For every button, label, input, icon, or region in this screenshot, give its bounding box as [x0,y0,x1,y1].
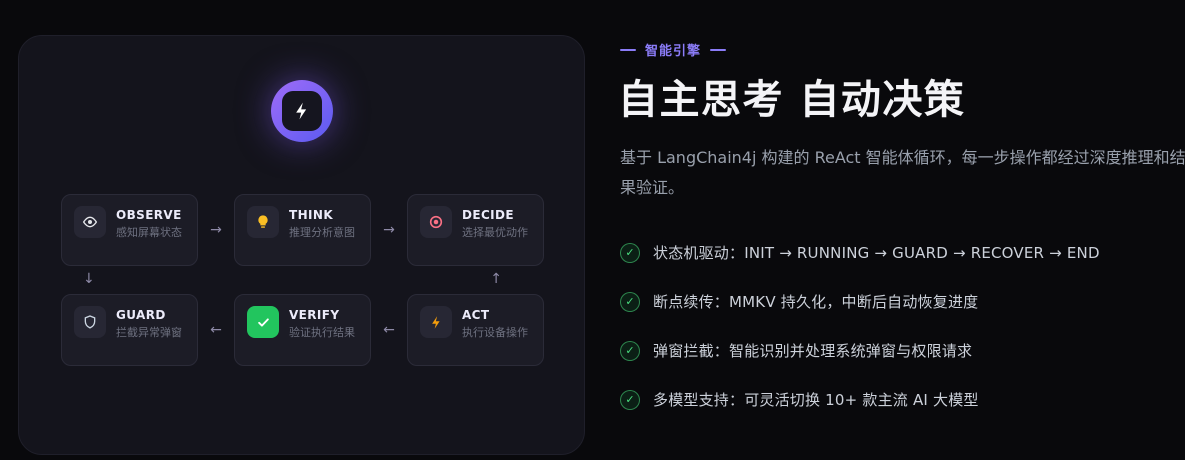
feature-item: ✓ 多模型支持：可灵活切换 10+ 款主流 AI 大模型 [620,389,1100,410]
flow-row-top: OBSERVE 感知屏幕状态 → THINK 推理分析意图 → [61,194,544,266]
arrow-up-icon: ↑ [490,271,502,287]
node-guard: GUARD 拦截异常弹窗 [61,294,198,366]
engine-logo-circle [270,80,333,142]
node-subtitle: 推理分析意图 [289,226,355,240]
feature-item: ✓ 断点续传：MMKV 持久化，中断后自动恢复进度 [620,291,1100,312]
checkmark-icon [247,306,279,338]
eye-icon [74,206,106,238]
check-circle-icon: ✓ [620,291,640,312]
node-subtitle: 选择最优动作 [462,226,528,240]
node-observe: OBSERVE 感知屏幕状态 [61,194,198,266]
check-circle-icon: ✓ [620,242,640,263]
feature-text: 断点续传：MMKV 持久化，中断后自动恢复进度 [653,293,979,311]
lightning-bolt-icon [281,91,322,131]
feature-item: ✓ 状态机驱动：INIT → RUNNING → GUARD → RECOVER… [620,242,1100,263]
node-subtitle: 感知屏幕状态 [116,226,182,240]
engine-logo [19,80,584,142]
badge-dash-icon [620,48,636,51]
node-subtitle: 执行设备操作 [462,326,528,340]
node-decide: DECIDE 选择最优动作 [407,194,544,266]
arrow-right-icon: → [210,222,222,238]
node-title: DECIDE [462,208,514,222]
check-circle-icon: ✓ [620,340,640,361]
node-title: VERIFY [289,308,340,322]
badge-label: 智能引擎 [645,44,702,59]
section-heading: 自主思考 自动决策 [618,77,966,123]
arrow-left-icon: ← [383,322,395,338]
feature-text: 弹窗拦截：智能识别并处理系统弹窗与权限请求 [653,342,973,360]
node-subtitle: 验证执行结果 [289,326,355,340]
arrow-left-icon: ← [210,322,222,338]
node-title: ACT [462,308,490,322]
section-description: 基于 LangChain4j 构建的 ReAct 智能体循环，每一步操作都经过深… [620,148,1185,197]
node-think: THINK 推理分析意图 [234,194,371,266]
node-subtitle: 拦截异常弹窗 [116,326,182,340]
node-verify: VERIFY 验证执行结果 [234,294,371,366]
agent-loop-card: OBSERVE 感知屏幕状态 → THINK 推理分析意图 → [18,35,585,455]
feature-list: ✓ 状态机驱动：INIT → RUNNING → GUARD → RECOVER… [620,242,1100,410]
bolt-icon [420,306,452,338]
node-title: OBSERVE [116,208,182,222]
target-icon [420,206,452,238]
feature-text: 多模型支持：可灵活切换 10+ 款主流 AI 大模型 [653,391,979,409]
react-loop-diagram: OBSERVE 感知屏幕状态 → THINK 推理分析意图 → [61,194,544,366]
feature-text: 状态机驱动：INIT → RUNNING → GUARD → RECOVER →… [653,244,1100,262]
arrow-right-icon: → [383,222,395,238]
arrow-down-icon: ↓ [83,271,95,287]
flow-row-bottom: GUARD 拦截异常弹窗 ← VERIFY 验证执行结果 ← [61,294,544,366]
check-circle-icon: ✓ [620,389,640,410]
shield-icon [74,306,106,338]
node-title: THINK [289,208,334,222]
badge-dash-icon [710,48,727,51]
section-badge: 智能引擎 [620,40,727,59]
node-title: GUARD [116,308,166,322]
node-act: ACT 执行设备操作 [407,294,544,366]
feature-item: ✓ 弹窗拦截：智能识别并处理系统弹窗与权限请求 [620,340,1100,361]
lightbulb-icon [247,206,279,238]
